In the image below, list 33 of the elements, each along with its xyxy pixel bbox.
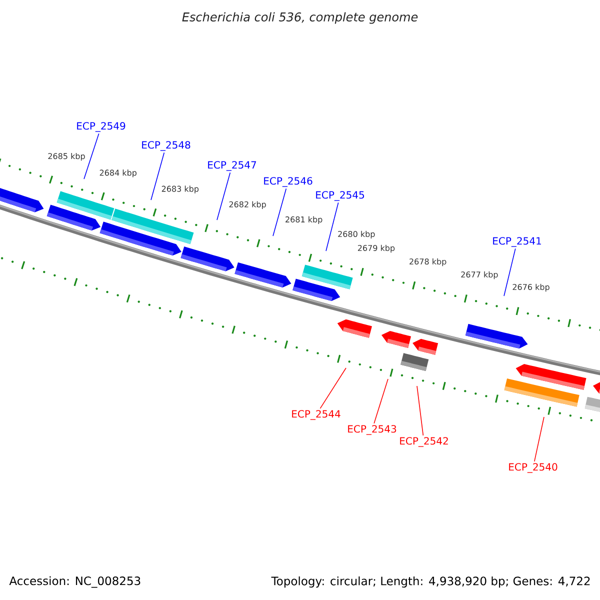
gene-label: ECP_2549 xyxy=(77,122,126,132)
gene-label: ECP_2541 xyxy=(493,237,541,247)
tick-label: 2682 kbp xyxy=(229,201,266,209)
gene-label: ECP_2543 xyxy=(348,425,396,435)
tick-label: 2678 kbp xyxy=(410,258,446,266)
gene-label: ECP_2540 xyxy=(509,463,558,473)
tick-label: 2680 kbp xyxy=(338,230,375,239)
leader-line xyxy=(272,188,287,236)
map-title: Escherichia coli 536, complete genome xyxy=(182,12,418,24)
leader-line xyxy=(374,378,388,424)
footer-text: Topology: circular; Length: 4,938,920 bp; Genes: 4,722 xyxy=(271,576,590,588)
tick-label: 2679 kbp xyxy=(358,244,395,253)
tick-label: 2676 kbp xyxy=(512,284,550,292)
leader-line xyxy=(504,248,516,296)
tick-label: 2681 kbp xyxy=(286,216,322,224)
leader-line xyxy=(216,172,231,220)
leader-line xyxy=(150,152,165,200)
gene-label: ECP_2547 xyxy=(208,161,256,171)
gene-label: ECP_2545 xyxy=(316,191,364,201)
footer-text: Accession: NC_008253 xyxy=(9,576,140,588)
gene-label: ECP_2548 xyxy=(142,141,190,151)
tick-label: 2677 kbp xyxy=(461,271,498,280)
tick-label: 2683 kbp xyxy=(162,186,199,194)
leader-line xyxy=(326,202,339,252)
leader-line xyxy=(534,416,544,462)
gene-label: ECP_2546 xyxy=(264,177,312,187)
leader-line xyxy=(320,368,346,409)
leader-line xyxy=(416,386,424,436)
tick-label: 2685 kbp xyxy=(48,152,85,161)
gene-label: ECP_2544 xyxy=(292,410,340,420)
tick-label: 2684 kbp xyxy=(100,170,137,178)
leader-line xyxy=(84,133,100,180)
gene-label: ECP_2542 xyxy=(400,437,448,447)
